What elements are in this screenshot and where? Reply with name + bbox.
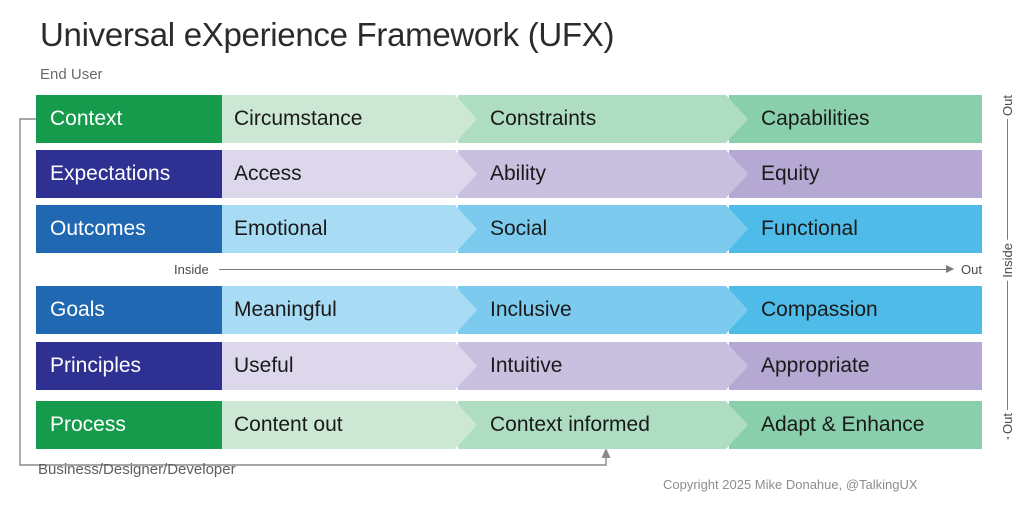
segment-label: Appropriate: [761, 354, 870, 377]
segment-constraints[interactable]: Constraints: [458, 95, 748, 143]
segment-circumstance[interactable]: Circumstance: [222, 95, 477, 143]
segment-label: Useful: [234, 354, 294, 377]
row-label-expectations: Expectations: [36, 150, 222, 198]
segment-label: Content out: [234, 413, 343, 436]
segment-label: Context informed: [490, 413, 650, 436]
copyright-text: Copyright 2025 Mike Donahue, @TalkingUX: [663, 477, 918, 492]
segment-functional[interactable]: Functional: [729, 205, 982, 253]
segment-label: Social: [490, 217, 548, 240]
row-process[interactable]: Process Content out Context informed Ada…: [36, 401, 982, 449]
segment-appropriate[interactable]: Appropriate: [729, 342, 982, 390]
segment-intuitive[interactable]: Intuitive: [458, 342, 748, 390]
row-segments: Circumstance Constraints Capabilities: [222, 95, 982, 143]
row-principles[interactable]: Principles Useful Intuitive Appropriate: [36, 342, 982, 390]
row-segments: Useful Intuitive Appropriate: [222, 342, 982, 390]
row-context[interactable]: Context Circumstance Constraints Capabil…: [36, 95, 982, 143]
row-segments: Content out Context informed Adapt & Enh…: [222, 401, 982, 449]
row-outcomes[interactable]: Outcomes Emotional Social Functional: [36, 205, 982, 253]
inside-out-divider: Inside Out: [36, 253, 982, 285]
divider-arrow-line: [218, 265, 955, 273]
segment-label: Functional: [761, 217, 858, 240]
vertical-axis: Out Inside Out: [992, 92, 1024, 454]
vertical-axis-label-top: Out: [1000, 92, 1015, 119]
divider-label-out: Out: [961, 261, 982, 277]
segment-label: Access: [234, 162, 302, 185]
segment-useful[interactable]: Useful: [222, 342, 477, 390]
end-user-label: End User: [40, 66, 103, 83]
row-label-context: Context: [36, 95, 222, 143]
vertical-axis-label-bottom: Out: [1000, 410, 1015, 437]
row-segments: Meaningful Inclusive Compassion: [222, 286, 982, 334]
segment-adapt-enhance[interactable]: Adapt & Enhance: [729, 401, 982, 449]
segment-inclusive[interactable]: Inclusive: [458, 286, 748, 334]
segment-capabilities[interactable]: Capabilities: [729, 95, 982, 143]
business-label: Business/Designer/Developer: [38, 461, 236, 478]
segment-social[interactable]: Social: [458, 205, 748, 253]
row-segments: Access Ability Equity: [222, 150, 982, 198]
row-expectations[interactable]: Expectations Access Ability Equity: [36, 150, 982, 198]
segment-label: Capabilities: [761, 107, 870, 130]
segment-label: Intuitive: [490, 354, 563, 377]
segment-ability[interactable]: Ability: [458, 150, 748, 198]
segment-content-out[interactable]: Content out: [222, 401, 477, 449]
segment-label: Compassion: [761, 298, 878, 321]
segment-label: Ability: [490, 162, 547, 185]
page-title: Universal eXperience Framework (UFX): [40, 16, 615, 53]
row-label-process: Process: [36, 401, 222, 449]
row-label-outcomes: Outcomes: [36, 205, 222, 253]
segment-context-informed[interactable]: Context informed: [458, 401, 748, 449]
segment-label: Emotional: [234, 217, 328, 240]
segment-label: Inclusive: [490, 298, 572, 321]
vertical-axis-label-middle: Inside: [1000, 240, 1015, 281]
segment-emotional[interactable]: Emotional: [222, 205, 477, 253]
row-segments: Emotional Social Functional: [222, 205, 982, 253]
row-label-principles: Principles: [36, 342, 222, 390]
segment-label: Meaningful: [234, 298, 337, 321]
segment-label: Circumstance: [234, 107, 363, 130]
segment-compassion[interactable]: Compassion: [729, 286, 982, 334]
segment-label: Adapt & Enhance: [761, 413, 925, 436]
segment-label: Constraints: [490, 107, 597, 130]
segment-equity[interactable]: Equity: [729, 150, 982, 198]
segment-meaningful[interactable]: Meaningful: [222, 286, 477, 334]
segment-label: Equity: [761, 162, 820, 185]
segment-access[interactable]: Access: [222, 150, 477, 198]
row-label-goals: Goals: [36, 286, 222, 334]
row-goals[interactable]: Goals Meaningful Inclusive Compassion: [36, 286, 982, 334]
divider-label-inside: Inside: [174, 261, 209, 277]
